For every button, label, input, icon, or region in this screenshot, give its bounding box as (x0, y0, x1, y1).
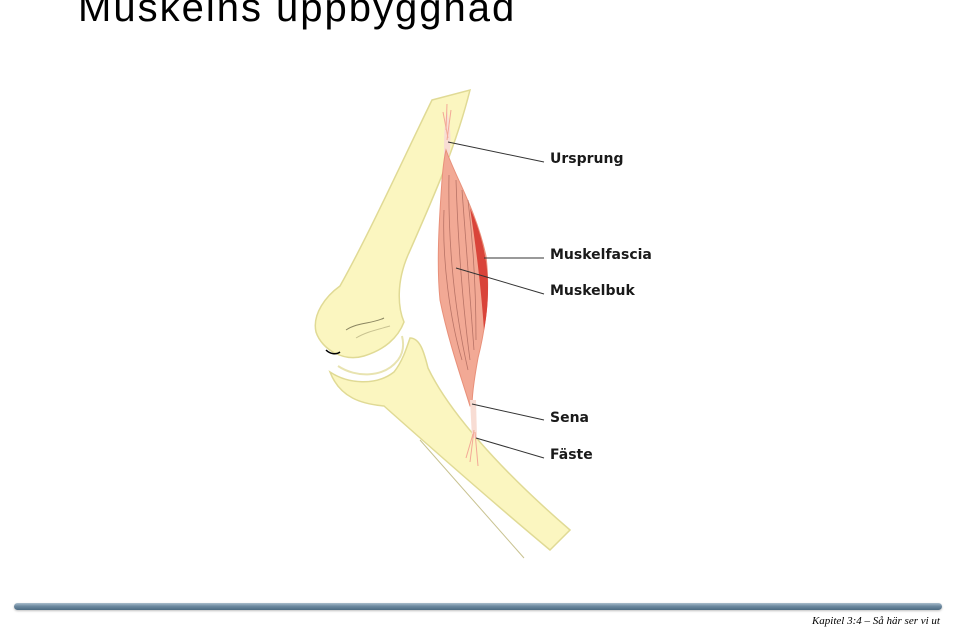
muscle-fascia (470, 208, 488, 330)
leader-faste (475, 437, 545, 459)
leader-ursprung (447, 141, 545, 163)
humerus-bone (314, 88, 472, 359)
label-muskelbuk: Muskelbuk (550, 283, 635, 299)
leader-sena (471, 403, 545, 421)
label-muskelfascia: Muskelfascia (550, 247, 652, 263)
insertion-tendon (470, 400, 477, 438)
forearm-bone (328, 337, 572, 552)
footer-divider (14, 603, 942, 610)
footer-chapter-text: Kapitel 3:4 – Så här ser vi ut (811, 615, 940, 627)
muscle-diagram (314, 88, 572, 559)
label-faste: Fäste (550, 447, 593, 463)
label-sena: Sena (550, 410, 589, 426)
page-title: Muskelns uppbyggnad (78, 0, 517, 30)
leader-muskelbuk (455, 267, 545, 295)
label-ursprung: Ursprung (550, 151, 624, 167)
